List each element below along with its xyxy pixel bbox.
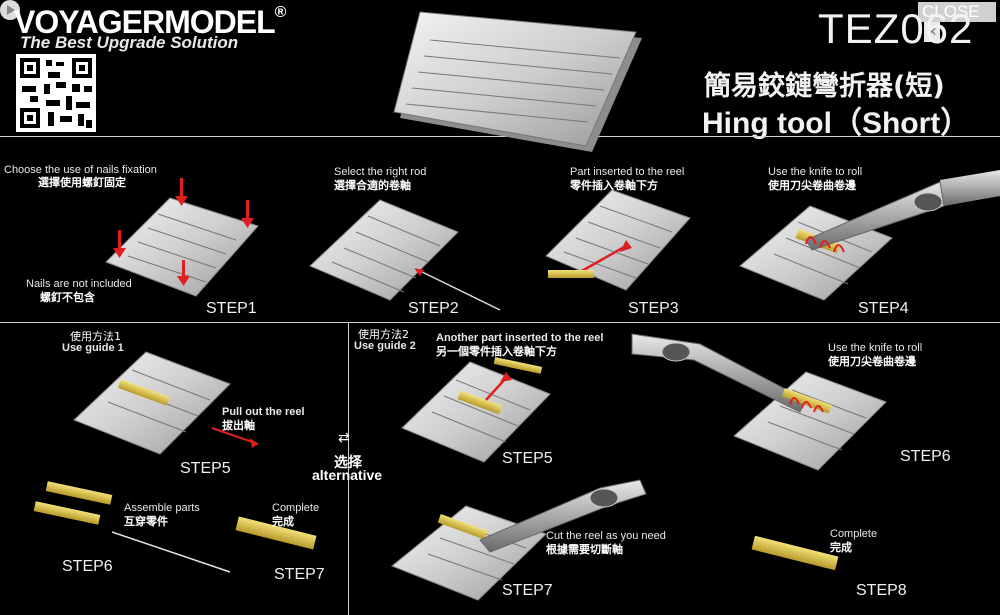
guide1-step6-label: STEP6	[62, 558, 113, 575]
step1-label: STEP1	[206, 300, 257, 317]
guide1-step5-note-en: Pull out the reel	[222, 406, 305, 418]
guide2-step7-plate	[391, 479, 647, 601]
step1-nails-en: Nails are not included	[26, 278, 132, 290]
guide1-step5-note-cn: 拔出軸	[222, 419, 255, 432]
step1-plate	[105, 178, 259, 297]
step3-label: STEP3	[628, 300, 679, 317]
divider-middle	[0, 322, 1000, 323]
brand-tagline: The Best Upgrade Solution	[20, 33, 239, 52]
guide2-title-cn: 使用方法2	[358, 328, 409, 341]
guide2-step8-note-en: Complete	[830, 528, 878, 540]
step1-nails-cn: 螺釘不包含	[40, 291, 95, 304]
guide2-step7-label: STEP7	[502, 582, 553, 599]
guide1-step6-parts	[33, 481, 231, 573]
step1-arrows	[113, 178, 254, 286]
alternative-en: alternative	[312, 467, 383, 483]
divider-top	[0, 136, 1000, 137]
guide2-step5-label: STEP5	[502, 450, 553, 467]
guide2-step6-label: STEP6	[900, 448, 951, 465]
guide1-step7-note-en: Complete	[272, 502, 320, 514]
alternative-cn: 选择	[334, 455, 362, 471]
close-icon[interactable]: ×	[924, 22, 940, 42]
guide2-step6-note-cn: 使用刀尖卷曲卷邊	[828, 355, 916, 368]
play-icon[interactable]	[0, 0, 20, 20]
guide2-step8-hinge	[751, 535, 839, 571]
qr-code-graphic	[20, 58, 92, 128]
guide2-step5-note-cn: 另一個零件插入卷軸下方	[436, 345, 557, 358]
guide2-step8-note-cn: 完成	[830, 541, 852, 554]
guide2-step5-note-en: Another part inserted to the reel	[436, 332, 604, 344]
guide1-step6-note-cn: 互穿零件	[124, 515, 168, 528]
step4-note-cn: 使用刀尖卷曲卷邊	[768, 179, 856, 192]
guide1-step7-label: STEP7	[274, 566, 325, 583]
guide2-step7-note-en: Cut the reel as you need	[546, 530, 666, 542]
guide1-title-en: Use guide 1	[62, 342, 124, 354]
product-title-en: Hing tool（Short）	[702, 107, 971, 140]
step3-note-cn: 零件插入卷軸下方	[570, 179, 658, 192]
guide1-step7-note-cn: 完成	[272, 515, 294, 528]
guide1-step7-hinge	[235, 516, 317, 550]
step3-plate	[545, 189, 691, 291]
step2-note-cn: 選擇合適的卷軸	[334, 179, 411, 192]
guide2-step5-plate	[401, 357, 551, 463]
hero-tool-plates	[393, 11, 642, 152]
close-button[interactable]: CLOSE×	[918, 2, 996, 42]
guide1-step5-label: STEP5	[180, 460, 231, 477]
brand-logo: VOYAGERMODEL®	[14, 4, 286, 40]
guide1-step5-plate	[73, 351, 259, 455]
step2-label: STEP2	[408, 300, 459, 317]
step1-note-cn: 選擇使用螺釘固定	[38, 176, 126, 189]
step2-plate	[309, 199, 501, 311]
swap-arrows-icon: ⇄	[338, 430, 350, 446]
guide2-title-en: Use guide 2	[354, 340, 416, 352]
guide2-step6-plate	[631, 333, 887, 471]
step1-note-en: Choose the use of nails fixation	[4, 164, 157, 176]
step3-note-en: Part inserted to the reel	[570, 166, 685, 178]
qr-code	[16, 54, 96, 132]
step4-note-en: Use the knife to roll	[768, 166, 863, 178]
step4-plate	[739, 170, 1000, 301]
step2-note-en: Select the right rod	[334, 166, 427, 178]
guide2-step8-label: STEP8	[856, 582, 907, 599]
product-title-cn: 簡易鉸鏈彎折器(短)	[704, 71, 945, 102]
step4-label: STEP4	[858, 300, 909, 317]
divider-guides	[348, 322, 349, 615]
guide2-step7-note-cn: 根據需要切斷軸	[546, 543, 623, 556]
guide1-title-cn: 使用方法1	[70, 330, 121, 343]
guide1-step6-note-en: Assemble parts	[124, 502, 200, 514]
guide2-step6-note-en: Use the knife to roll	[828, 342, 923, 354]
product-code: TEZ062	[818, 5, 974, 52]
